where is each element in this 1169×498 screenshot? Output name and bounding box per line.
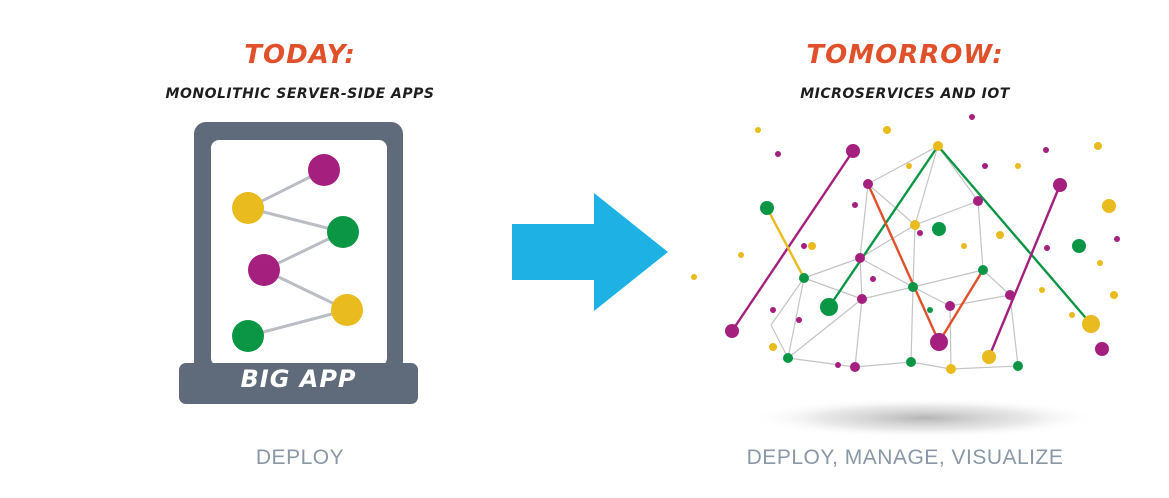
big-app-device [179,122,418,404]
monolith-nodes [232,154,363,352]
device-base [179,363,418,404]
network-mesh [770,145,1019,370]
floating-dots [691,114,1120,368]
deploy-manage-visualize-caption: DEPLOY, MANAGE, VISUALIZE [746,446,1064,469]
today-subtitle: MONOLITHIC SERVER-SIDE APPS [165,86,435,102]
network-nodes [725,141,1116,374]
arrow-right-icon [512,193,668,311]
tomorrow-title: TOMORROW: [806,40,1004,70]
node-magenta [248,254,280,286]
node-yellow [232,192,264,224]
tomorrow-subtitle: MICROSERVICES AND IOT [800,86,1010,102]
today-title: TODAY: [244,40,356,70]
deploy-caption: DEPLOY [255,446,345,469]
node-green [232,320,264,352]
network-shadow [750,398,1100,438]
node-green [327,216,359,248]
big-app-label: BIG APP [240,365,357,393]
network-connections [731,145,1092,358]
node-yellow [331,294,363,326]
node-magenta [308,154,340,186]
